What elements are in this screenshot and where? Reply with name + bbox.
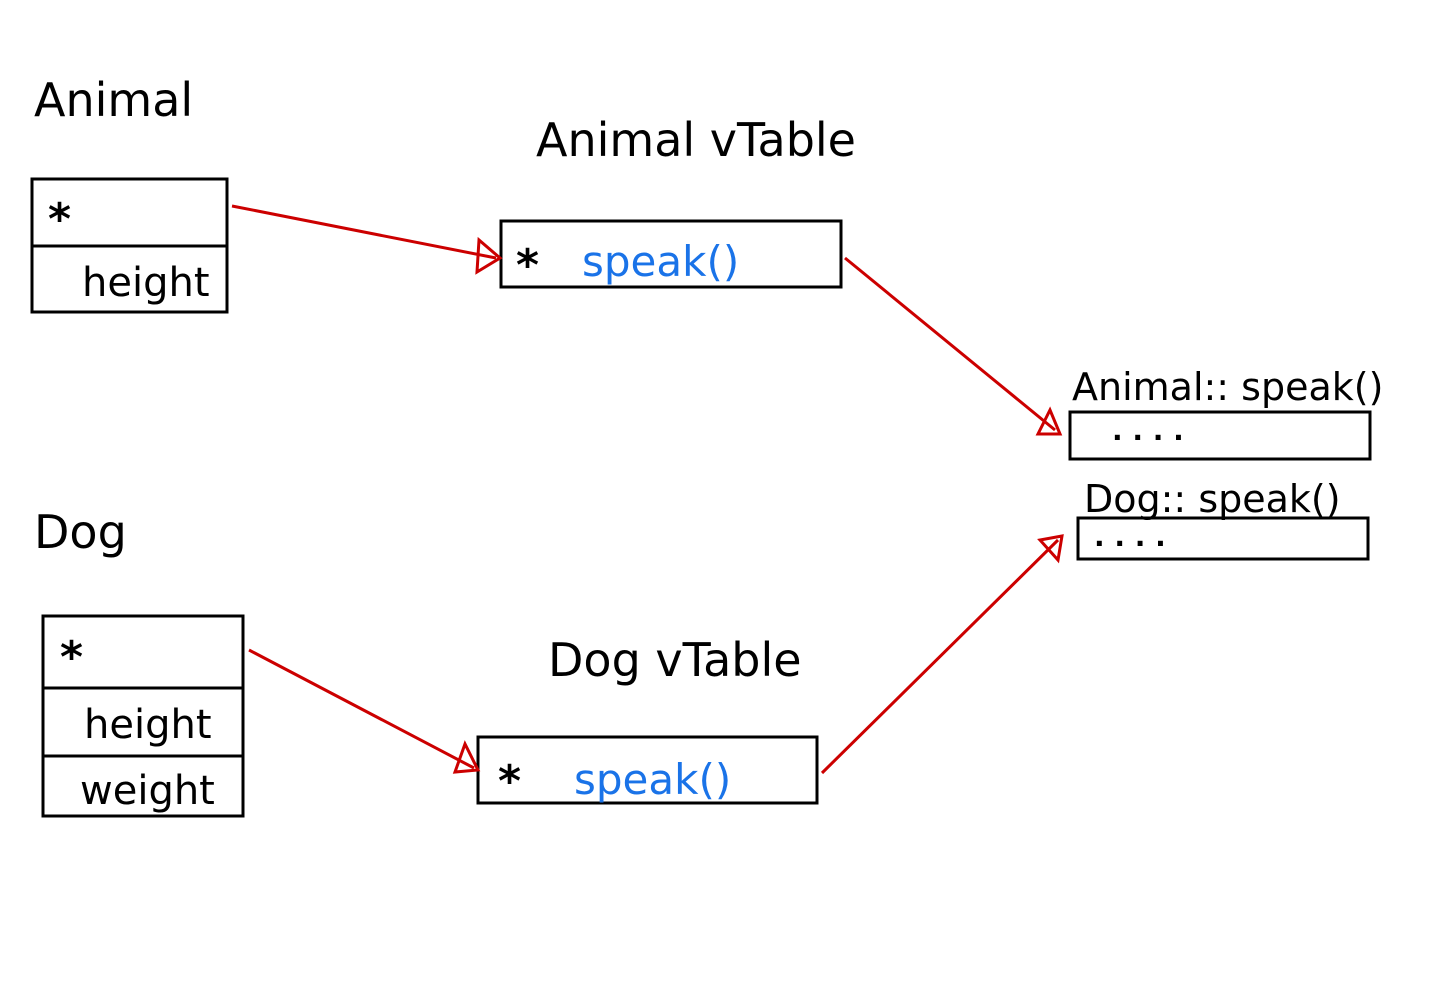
animal-vtable-title: Animal vTable [536,113,856,167]
dog-title: Dog [34,505,127,559]
dog-speak-body: . . . . [1094,520,1166,553]
animal-field-height: height [82,260,210,306]
arrow-dog-to-vtable-head [452,740,481,774]
arrow-animal-to-vtable-shaft [231,204,497,260]
animal-speak-body: . . . . [1112,414,1184,447]
animal-speak-label: Animal:: speak() [1072,365,1383,409]
arrow-dog-vtable-to-speak-head [1037,534,1064,564]
animal-speak-box: . . . . [1068,410,1372,461]
dog-object-box: * height weight [41,614,245,818]
arrow-animal-vtable-to-speak-head [1035,406,1063,436]
animal-vtable-box: * speak() [499,219,843,291]
animal-vptr-symbol: * [48,194,71,245]
dog-vtable-title: Dog vTable [548,633,802,687]
dog-field-weight: weight [80,768,215,814]
dog-vtable-box: * speak() [476,735,819,807]
dog-vtable-method: speak() [574,755,731,804]
arrow-dog-vtable-to-speak [820,534,1064,775]
arrow-dog-to-vtable [248,648,481,774]
arrow-dog-vtable-to-speak-shaft [820,538,1060,775]
dog-speak-outline [1076,516,1370,561]
dog-speak-label: Dog:: speak() [1084,477,1341,521]
arrow-dog-to-vtable-shaft [248,648,475,770]
dog-object-outline [41,614,245,818]
animal-title: Animal [34,73,193,127]
dog-vptr-symbol: * [60,632,83,683]
animal-vtable-method: speak() [582,237,739,286]
arrow-animal-vtable-to-speak [844,256,1063,436]
arrow-animal-to-vtable-head [475,236,503,275]
animal-vtable-outline [499,219,843,289]
animal-speak-outline [1068,410,1372,461]
animal-vtable-ptr-symbol: * [516,240,539,291]
dog-vtable-ptr-symbol: * [498,756,521,807]
dog-field-height: height [84,702,212,748]
arrow-animal-vtable-to-speak-shaft [844,256,1056,432]
dog-speak-box: . . . . [1076,516,1370,561]
animal-object-box: * height [30,177,229,314]
arrow-animal-to-vtable [231,204,503,275]
